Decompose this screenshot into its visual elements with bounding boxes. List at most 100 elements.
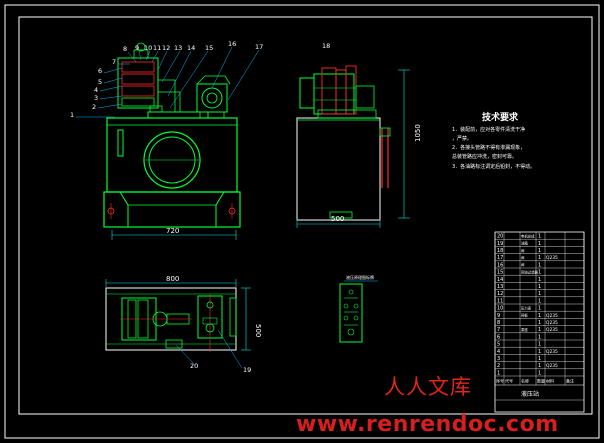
bom-row-qty: 1 bbox=[538, 270, 541, 276]
bom-row-qty: 1 bbox=[538, 342, 541, 348]
level-gauge bbox=[117, 129, 124, 157]
dim-plan-depth: 500 bbox=[254, 324, 262, 337]
bom-row-name: 阀 bbox=[521, 255, 525, 260]
bom-row-no: 20 bbox=[497, 234, 503, 240]
plan-view: 800 500 bbox=[105, 275, 262, 369]
bom-row-no: 14 bbox=[497, 277, 503, 283]
balloon-19: 19 bbox=[243, 366, 251, 374]
bom-row-name: 泵座 bbox=[521, 327, 528, 332]
balloon-15: 15 bbox=[205, 44, 213, 52]
bom-row-name: 压力表 bbox=[521, 305, 532, 310]
bom-row-qty: 1 bbox=[538, 306, 541, 312]
balloon-6: 6 bbox=[98, 67, 102, 75]
panel-label: 液压原理图标牌 bbox=[346, 274, 374, 280]
side-tank-outline bbox=[296, 117, 381, 221]
bom-row-qty: 1 bbox=[538, 277, 541, 283]
bom-row-qty: 1 bbox=[538, 291, 541, 297]
bom-row-no: 7 bbox=[497, 327, 500, 333]
inner-frame bbox=[18, 16, 593, 415]
bom-row-qty: 1 bbox=[538, 298, 541, 304]
bom-header-cell: 名称 bbox=[521, 378, 529, 384]
bom-row-qty: 1 bbox=[538, 313, 541, 319]
balloon-10: 10 bbox=[144, 44, 152, 52]
bom-row-name: 阀 bbox=[521, 262, 525, 267]
bom-row-no: 12 bbox=[497, 291, 503, 297]
balloon-7: 7 bbox=[112, 58, 116, 66]
bom-row-no: 13 bbox=[497, 284, 503, 290]
balloon-13: 13 bbox=[174, 44, 182, 52]
tech-requirements: 技术要求 1．装配前，应对各零件清洗干净 ，严禁。 2．各接头管路不得有渗漏现象… bbox=[452, 111, 535, 170]
bom-row-no: 9 bbox=[497, 313, 500, 319]
bom-row-no: 19 bbox=[497, 241, 503, 247]
balloon-9: 9 bbox=[135, 44, 139, 52]
bom-row-qty: 1 bbox=[538, 349, 541, 355]
balloon-leaders bbox=[76, 46, 260, 118]
bom-header-cell: 备注 bbox=[566, 378, 574, 384]
bom-row-no: 16 bbox=[497, 262, 503, 268]
watermark-url: www.renrendoc.com bbox=[296, 412, 559, 437]
side-motor bbox=[313, 73, 355, 115]
front-cleanout-cover bbox=[143, 131, 201, 189]
bom-row-qty: 1 bbox=[538, 284, 541, 290]
bom-row-name: 阀板 bbox=[521, 313, 528, 318]
front-tank-body bbox=[106, 117, 238, 193]
bom-row-no: 10 bbox=[497, 306, 503, 312]
bom-row-no: 3 bbox=[497, 356, 500, 362]
balloon-16: 16 bbox=[228, 40, 236, 48]
balloon-20: 20 bbox=[190, 362, 198, 370]
bom-row-name: 油箱 bbox=[521, 241, 528, 246]
bom-row-qty: 1 bbox=[538, 241, 541, 247]
bom-row-no: 11 bbox=[497, 298, 503, 304]
bom-row-qty: 1 bbox=[538, 255, 541, 261]
outer-border bbox=[4, 4, 600, 439]
balloon-2: 2 bbox=[92, 103, 96, 111]
bom-row-qty: 1 bbox=[538, 334, 541, 340]
dim-side-height: 1050 bbox=[414, 124, 422, 142]
balloon-12: 12 bbox=[162, 44, 170, 52]
bom-row-name: 回油过滤器 bbox=[521, 269, 539, 274]
dim-front-width: 720 bbox=[166, 227, 179, 235]
bom-row-qty: 1 bbox=[538, 363, 541, 369]
balloon-11: 11 bbox=[153, 44, 161, 52]
dim-plan-width: 800 bbox=[166, 275, 179, 283]
bom-row-no: 6 bbox=[497, 334, 500, 340]
bom-row-material: Q235 bbox=[546, 320, 558, 326]
bom-header-cell: 序号 bbox=[496, 378, 504, 384]
bom-row-material: Q235 bbox=[546, 327, 558, 333]
bom-row-material: Q235 bbox=[546, 349, 558, 355]
balloon-18: 18 bbox=[322, 42, 330, 50]
tech-req-line-4: 总装管路应冲洗，密封可靠。 bbox=[452, 153, 517, 160]
bom-row-no: 8 bbox=[497, 320, 500, 326]
bom-row-material: Q235 bbox=[546, 363, 558, 369]
tech-req-line-5: 3．各油路标注调定后铅封，不得动。 bbox=[452, 163, 535, 170]
bom-row-no: 17 bbox=[497, 255, 503, 261]
bom-row-qty: 1 bbox=[538, 320, 541, 326]
tech-req-title: 技术要求 bbox=[482, 111, 519, 123]
bom-row-name: 电机总成 bbox=[521, 233, 535, 238]
bom-row-no: 1 bbox=[497, 370, 500, 376]
bom-row-qty: 1 bbox=[538, 356, 541, 362]
bom-row-material: Q235 bbox=[546, 255, 558, 261]
valve-stack bbox=[117, 57, 159, 109]
balloon-17: 17 bbox=[255, 43, 263, 51]
bom-row-qty: 1 bbox=[538, 370, 541, 376]
balloon-14: 14 bbox=[187, 44, 195, 52]
balloon-3: 3 bbox=[94, 94, 98, 102]
tech-req-line-3: 2．各接头管路不得有渗漏现象， bbox=[452, 144, 525, 151]
balloon-5: 5 bbox=[98, 78, 102, 86]
bom-row-no: 2 bbox=[497, 363, 500, 369]
balloon-4: 4 bbox=[94, 86, 98, 94]
bom-row-no: 5 bbox=[497, 342, 500, 348]
bom-row-qty: 1 bbox=[538, 262, 541, 268]
tech-req-line-2: ，严禁。 bbox=[452, 136, 472, 142]
balloon-8: 8 bbox=[123, 45, 127, 53]
bom-row-name: 阀 bbox=[521, 248, 525, 253]
front-view: 720 bbox=[103, 42, 241, 240]
bom-header-cell: 材料 bbox=[546, 378, 554, 384]
bom-row-no: 18 bbox=[497, 248, 503, 254]
bom-row-qty: 1 bbox=[538, 234, 541, 240]
bom-row-material: Q235 bbox=[546, 313, 558, 319]
bom-row-qty: 1 bbox=[538, 327, 541, 333]
